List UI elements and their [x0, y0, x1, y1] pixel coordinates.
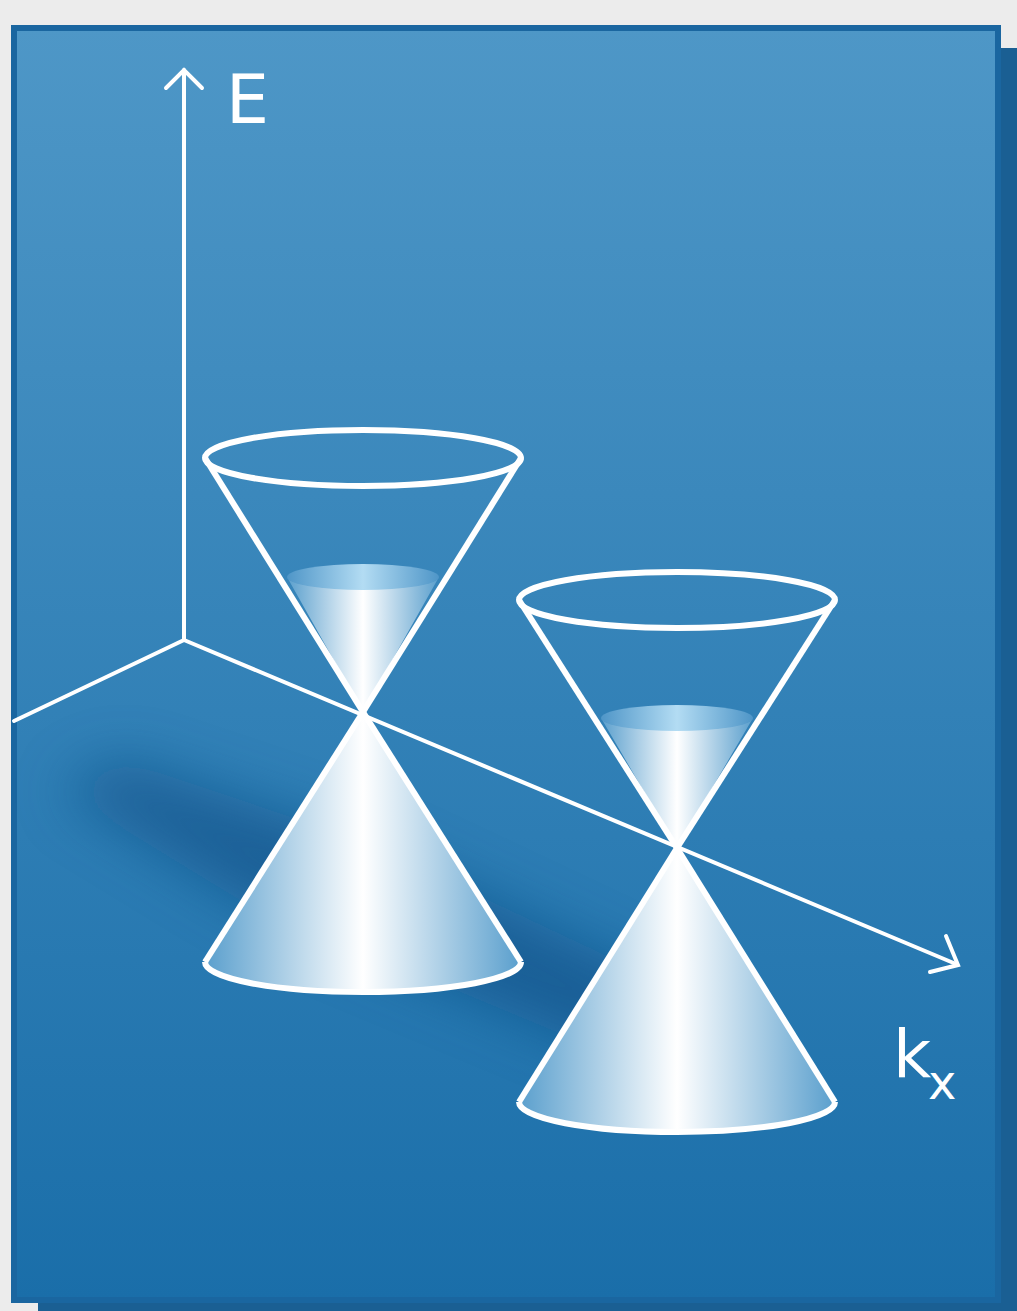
axes	[14, 70, 958, 972]
axis-label: E	[226, 66, 269, 134]
panel	[14, 28, 998, 1300]
axis-subscript: x	[928, 1058, 956, 1106]
dirac-cone	[205, 430, 521, 992]
dirac-cone	[519, 572, 835, 1132]
axis-label: k	[893, 1022, 931, 1088]
